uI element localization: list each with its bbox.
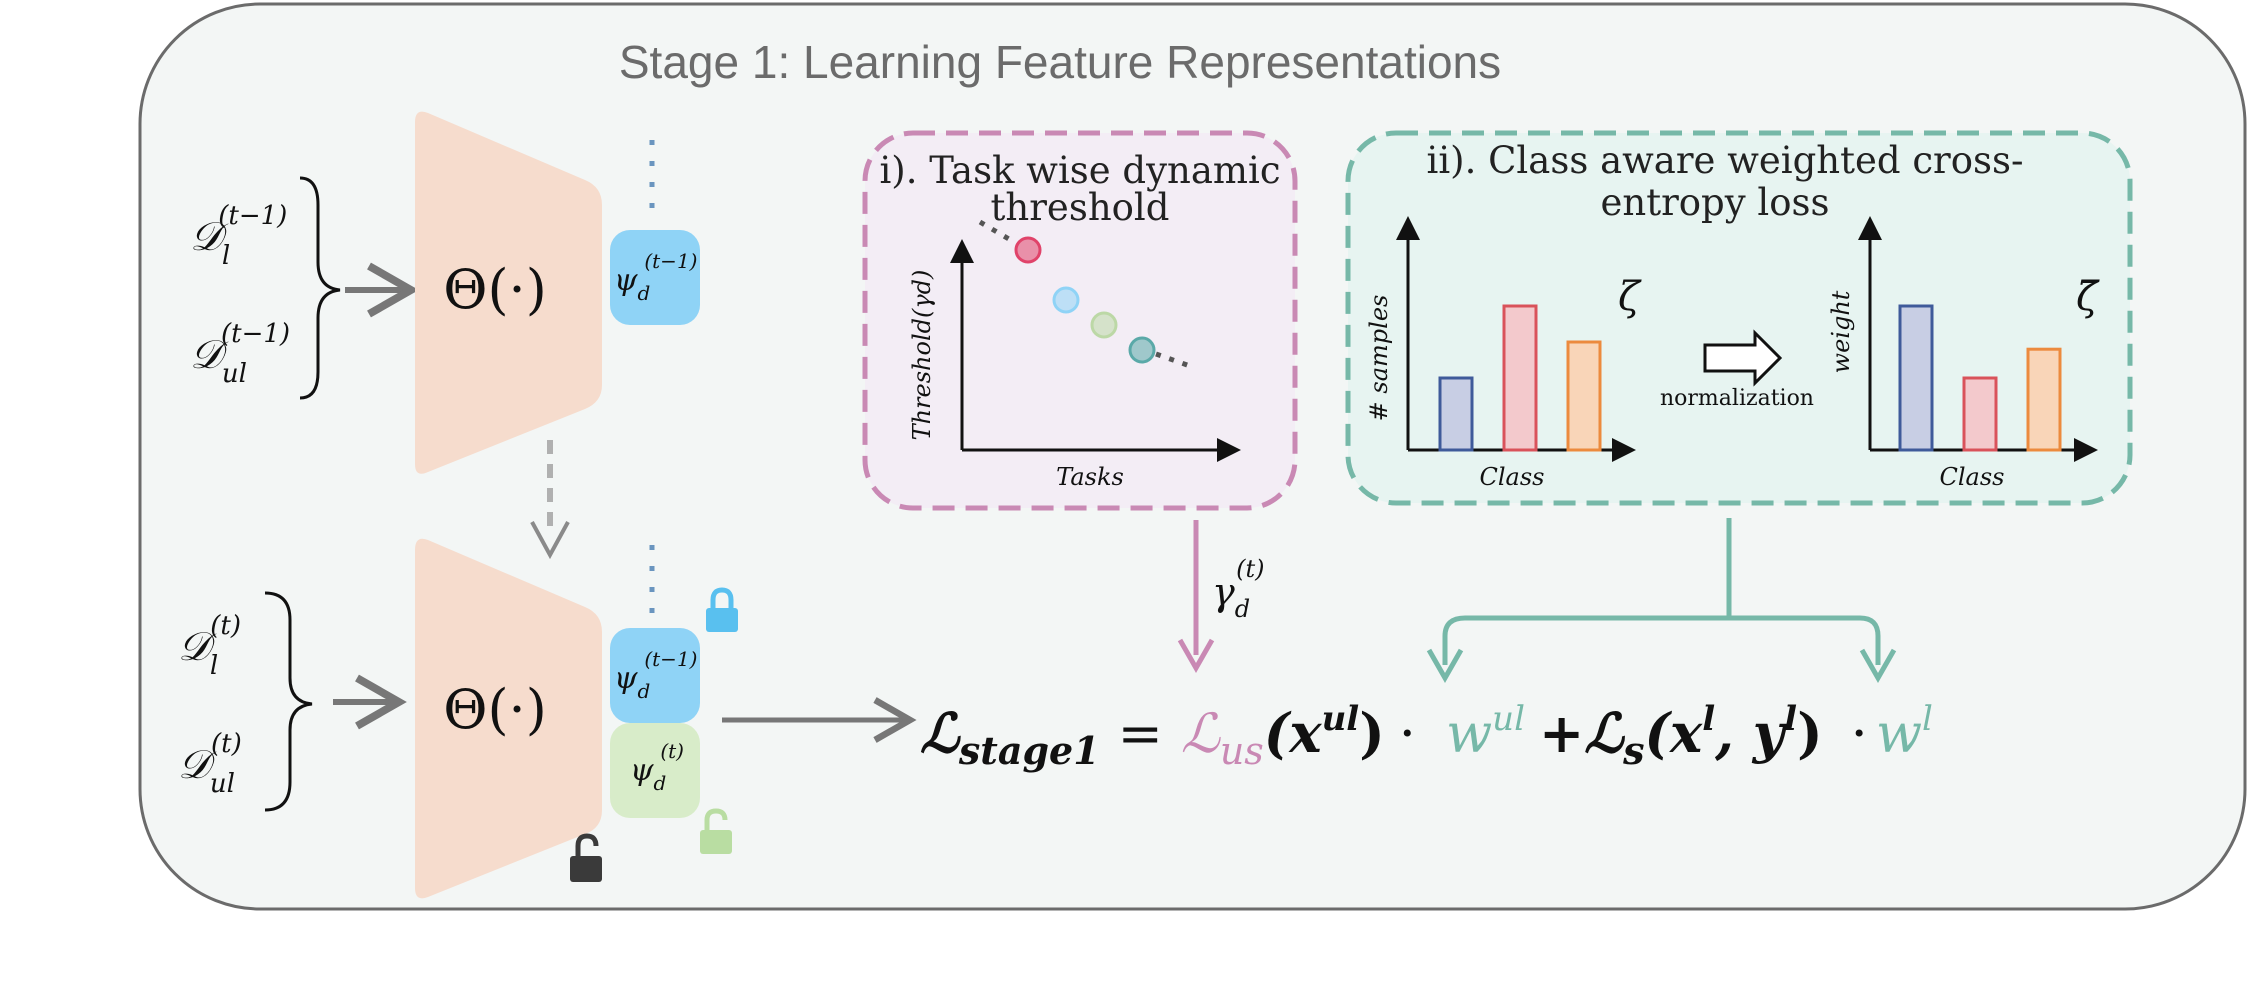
head-prev-bottom-label: ψd(t−1) xyxy=(614,647,697,703)
threshold-point xyxy=(1014,236,1042,264)
samples-y-label: # samples xyxy=(1365,295,1393,422)
threshold-point xyxy=(1128,336,1156,364)
encoder-transfer-arrowhead xyxy=(530,521,570,560)
head-prev-bottom xyxy=(610,628,700,723)
input-group-bottom: 𝒟l(t) 𝒟ul(t) xyxy=(178,591,407,812)
zeta-symbol: ζ xyxy=(1618,274,1642,320)
weight-bars xyxy=(1898,304,2062,452)
bar xyxy=(1438,376,1474,452)
trend-dots-start xyxy=(978,219,1016,245)
threshold-y-label: Threshold(γd) xyxy=(908,270,936,441)
threshold-x-label: Tasks xyxy=(1056,463,1124,491)
stage-title: Stage 1: Learning Feature Representation… xyxy=(619,36,1501,88)
branch-arrowhead-right xyxy=(1859,648,1897,684)
bar xyxy=(1962,376,1998,452)
gamma-label: γd(t) xyxy=(1212,555,1264,623)
normalization-arrow xyxy=(1703,329,1783,387)
lock-icon-prev-head xyxy=(706,587,738,632)
head-curr-bottom-label: ψd(t) xyxy=(630,739,684,795)
samples-x-label: Class xyxy=(1480,463,1545,491)
class-weight-box: ii). Class aware weighted cross- entropy… xyxy=(1345,130,2133,506)
bar xyxy=(1502,304,1538,452)
weight-branch-connector xyxy=(1442,518,1881,665)
zeta-bar-symbol: ζ̄ xyxy=(2076,274,2100,320)
samples-bars xyxy=(1438,304,1602,452)
weight-x-label: Class xyxy=(1940,463,2005,491)
unlock-icon-curr-head xyxy=(700,808,732,854)
encoder-bottom xyxy=(415,538,602,899)
head-prev-top xyxy=(610,230,700,325)
encoder-label-bottom: Θ(·) xyxy=(443,678,547,741)
weight-title-line2: entropy loss xyxy=(1601,181,1830,224)
bar xyxy=(1566,340,1602,452)
head-curr-bottom xyxy=(610,723,700,818)
normalization-label: normalization xyxy=(1660,386,1814,411)
unlabeled-data-curr: 𝒟ul(t) xyxy=(178,729,242,799)
head-prev-top-label: ψd(t−1) xyxy=(614,249,697,305)
encoder-top xyxy=(415,111,602,474)
threshold-title-line2: threshold xyxy=(991,186,1170,229)
threshold-box: i). Task wise dynamic threshold Threshol… xyxy=(862,130,1298,511)
weight-y-label: weight xyxy=(1827,290,1855,373)
brace-top xyxy=(299,176,341,400)
unlock-icon-encoder xyxy=(570,833,602,882)
weight-title-line1: ii). Class aware weighted cross- xyxy=(1427,139,2024,182)
brace-bottom xyxy=(264,591,313,812)
labeled-data-curr: 𝒟l(t) xyxy=(178,611,241,681)
trend-dots-end xyxy=(1155,351,1191,369)
loss-equation: ℒstage1=ℒus(xul)·wul+ℒs(xl, yl)·wl xyxy=(920,699,1933,773)
arrow-threshold-arrowhead xyxy=(1177,638,1215,674)
branch-arrowhead-left xyxy=(1426,648,1464,684)
threshold-points xyxy=(978,219,1191,369)
threshold-point xyxy=(1090,311,1118,339)
encoder-label-top: Θ(·) xyxy=(443,258,547,321)
unlabeled-data-prev: 𝒟ul(t−1) xyxy=(190,319,290,389)
bar xyxy=(1898,304,1934,452)
threshold-title-line1: i). Task wise dynamic xyxy=(879,149,1280,192)
threshold-point xyxy=(1052,286,1080,314)
bar xyxy=(2026,347,2062,452)
